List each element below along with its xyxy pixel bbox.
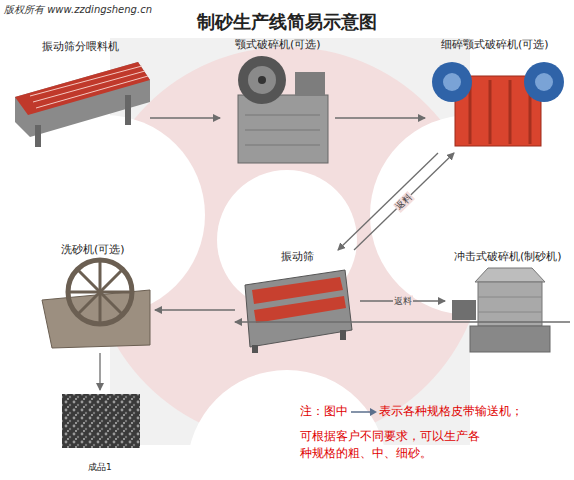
fine-jaw-crusher-figure xyxy=(432,62,564,146)
legend-arrow xyxy=(350,407,378,417)
machine-label: 振动筛 xyxy=(281,250,314,264)
washer-figure xyxy=(42,260,150,348)
conveyor-arrow xyxy=(235,321,570,322)
edge-label: 返料 xyxy=(393,296,413,307)
machine-label: 成品1 xyxy=(88,460,112,474)
ground-center xyxy=(217,170,357,310)
conveyor-arrow xyxy=(150,117,220,118)
ground-lobe xyxy=(187,370,387,480)
screen-node: 振动筛 xyxy=(235,250,360,355)
feeder-figure xyxy=(15,62,150,147)
sand-maker-node: 冲击式破碎机(制砂机) xyxy=(445,250,570,360)
machine-label: 振动筛分喂料机 xyxy=(42,40,119,54)
edge-label: 返料 xyxy=(393,191,415,213)
jaw-crusher-figure xyxy=(238,56,328,163)
feeder-node: 振动筛分喂料机 xyxy=(10,40,150,155)
note-text: 表示各种规格皮带输送机； xyxy=(379,404,523,419)
conveyor-arrow xyxy=(155,309,235,310)
ground-lobe xyxy=(5,115,205,315)
washer-node: 洗砂机(可选) xyxy=(30,243,155,353)
machine-label: 细碎颚式破碎机(可选) xyxy=(441,38,549,52)
product-photo xyxy=(62,394,140,448)
note-text: 注：图中 xyxy=(300,404,348,419)
conveyor-arrow xyxy=(354,153,454,250)
fine-crusher-node: 细碎颚式破碎机(可选) xyxy=(425,38,565,153)
copyright-note: 版权所有 www.zzdingsheng.cn xyxy=(4,3,152,16)
impact-crusher-figure xyxy=(452,268,550,352)
machine-label: 冲击式破碎机(制砂机) xyxy=(454,250,562,264)
screen-figure xyxy=(245,270,352,353)
conveyor-arrow xyxy=(335,117,425,118)
machine-label: 颚式破碎机(可选) xyxy=(235,38,321,52)
product-node: 成品1 xyxy=(55,390,145,474)
jaw-crusher-node: 颚式破碎机(可选) xyxy=(220,38,335,168)
machine-label: 洗砂机(可选) xyxy=(61,243,125,257)
conveyor-arrow xyxy=(338,153,438,250)
note-text: 可根据客户不同要求，可以生产各种规格的粗、中、细砂。 xyxy=(300,428,488,462)
conveyor-arrow xyxy=(99,353,100,390)
